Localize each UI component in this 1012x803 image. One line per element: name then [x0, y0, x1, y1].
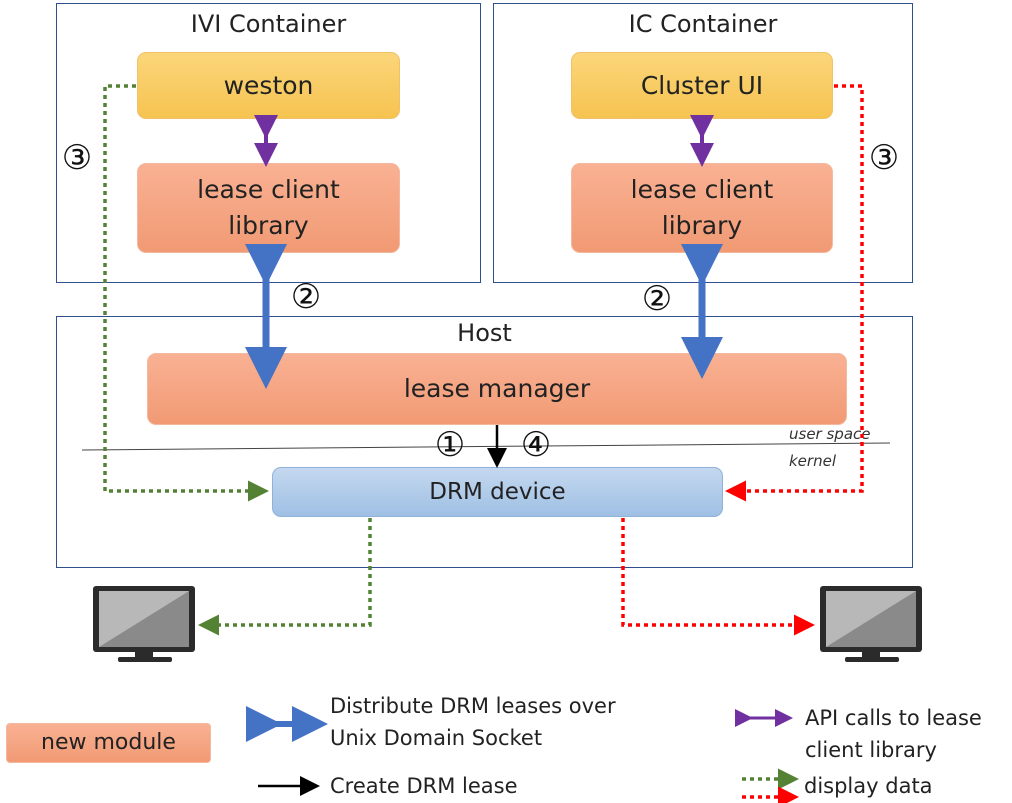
ic-display-path-in	[725, 84, 864, 502]
legend-new-module-swatch: new module	[6, 723, 211, 763]
ivi-lease-client-library: lease client library	[137, 163, 400, 253]
marker-4: ④	[520, 425, 552, 465]
legend-api-calls-text: API calls to lease client library	[805, 706, 982, 762]
host-title: Host	[457, 319, 512, 347]
user-space-label: user space	[789, 425, 871, 443]
marker-1: ①	[434, 425, 466, 465]
ivi-container-title: IVI Container	[190, 10, 347, 38]
marker-2-ic: ②	[641, 279, 673, 319]
host-container: Host	[56, 316, 913, 568]
ivi-monitor-icon	[93, 586, 195, 662]
ivi-display-path-out	[198, 518, 372, 636]
legend-distribute-text: Distribute DRM leases over Unix Domain S…	[330, 694, 616, 750]
marker-3-ivi: ③	[61, 138, 93, 178]
ic-display-path-out	[621, 518, 815, 636]
ic-container-title: IC Container	[628, 10, 778, 38]
marker-3-ic: ③	[868, 138, 900, 178]
cluster-ui-module: Cluster UI	[571, 52, 833, 119]
marker-2-ivi: ②	[290, 277, 322, 317]
ic-monitor-icon	[820, 586, 922, 662]
kernel-boundary-line	[81, 442, 891, 451]
legend-display-data-text: display data	[804, 774, 933, 798]
kernel-label: kernel	[789, 452, 836, 470]
ivi-display-path-in	[103, 84, 269, 502]
legend-create-lease-text: Create DRM lease	[330, 774, 518, 798]
weston-module: weston	[137, 52, 400, 119]
